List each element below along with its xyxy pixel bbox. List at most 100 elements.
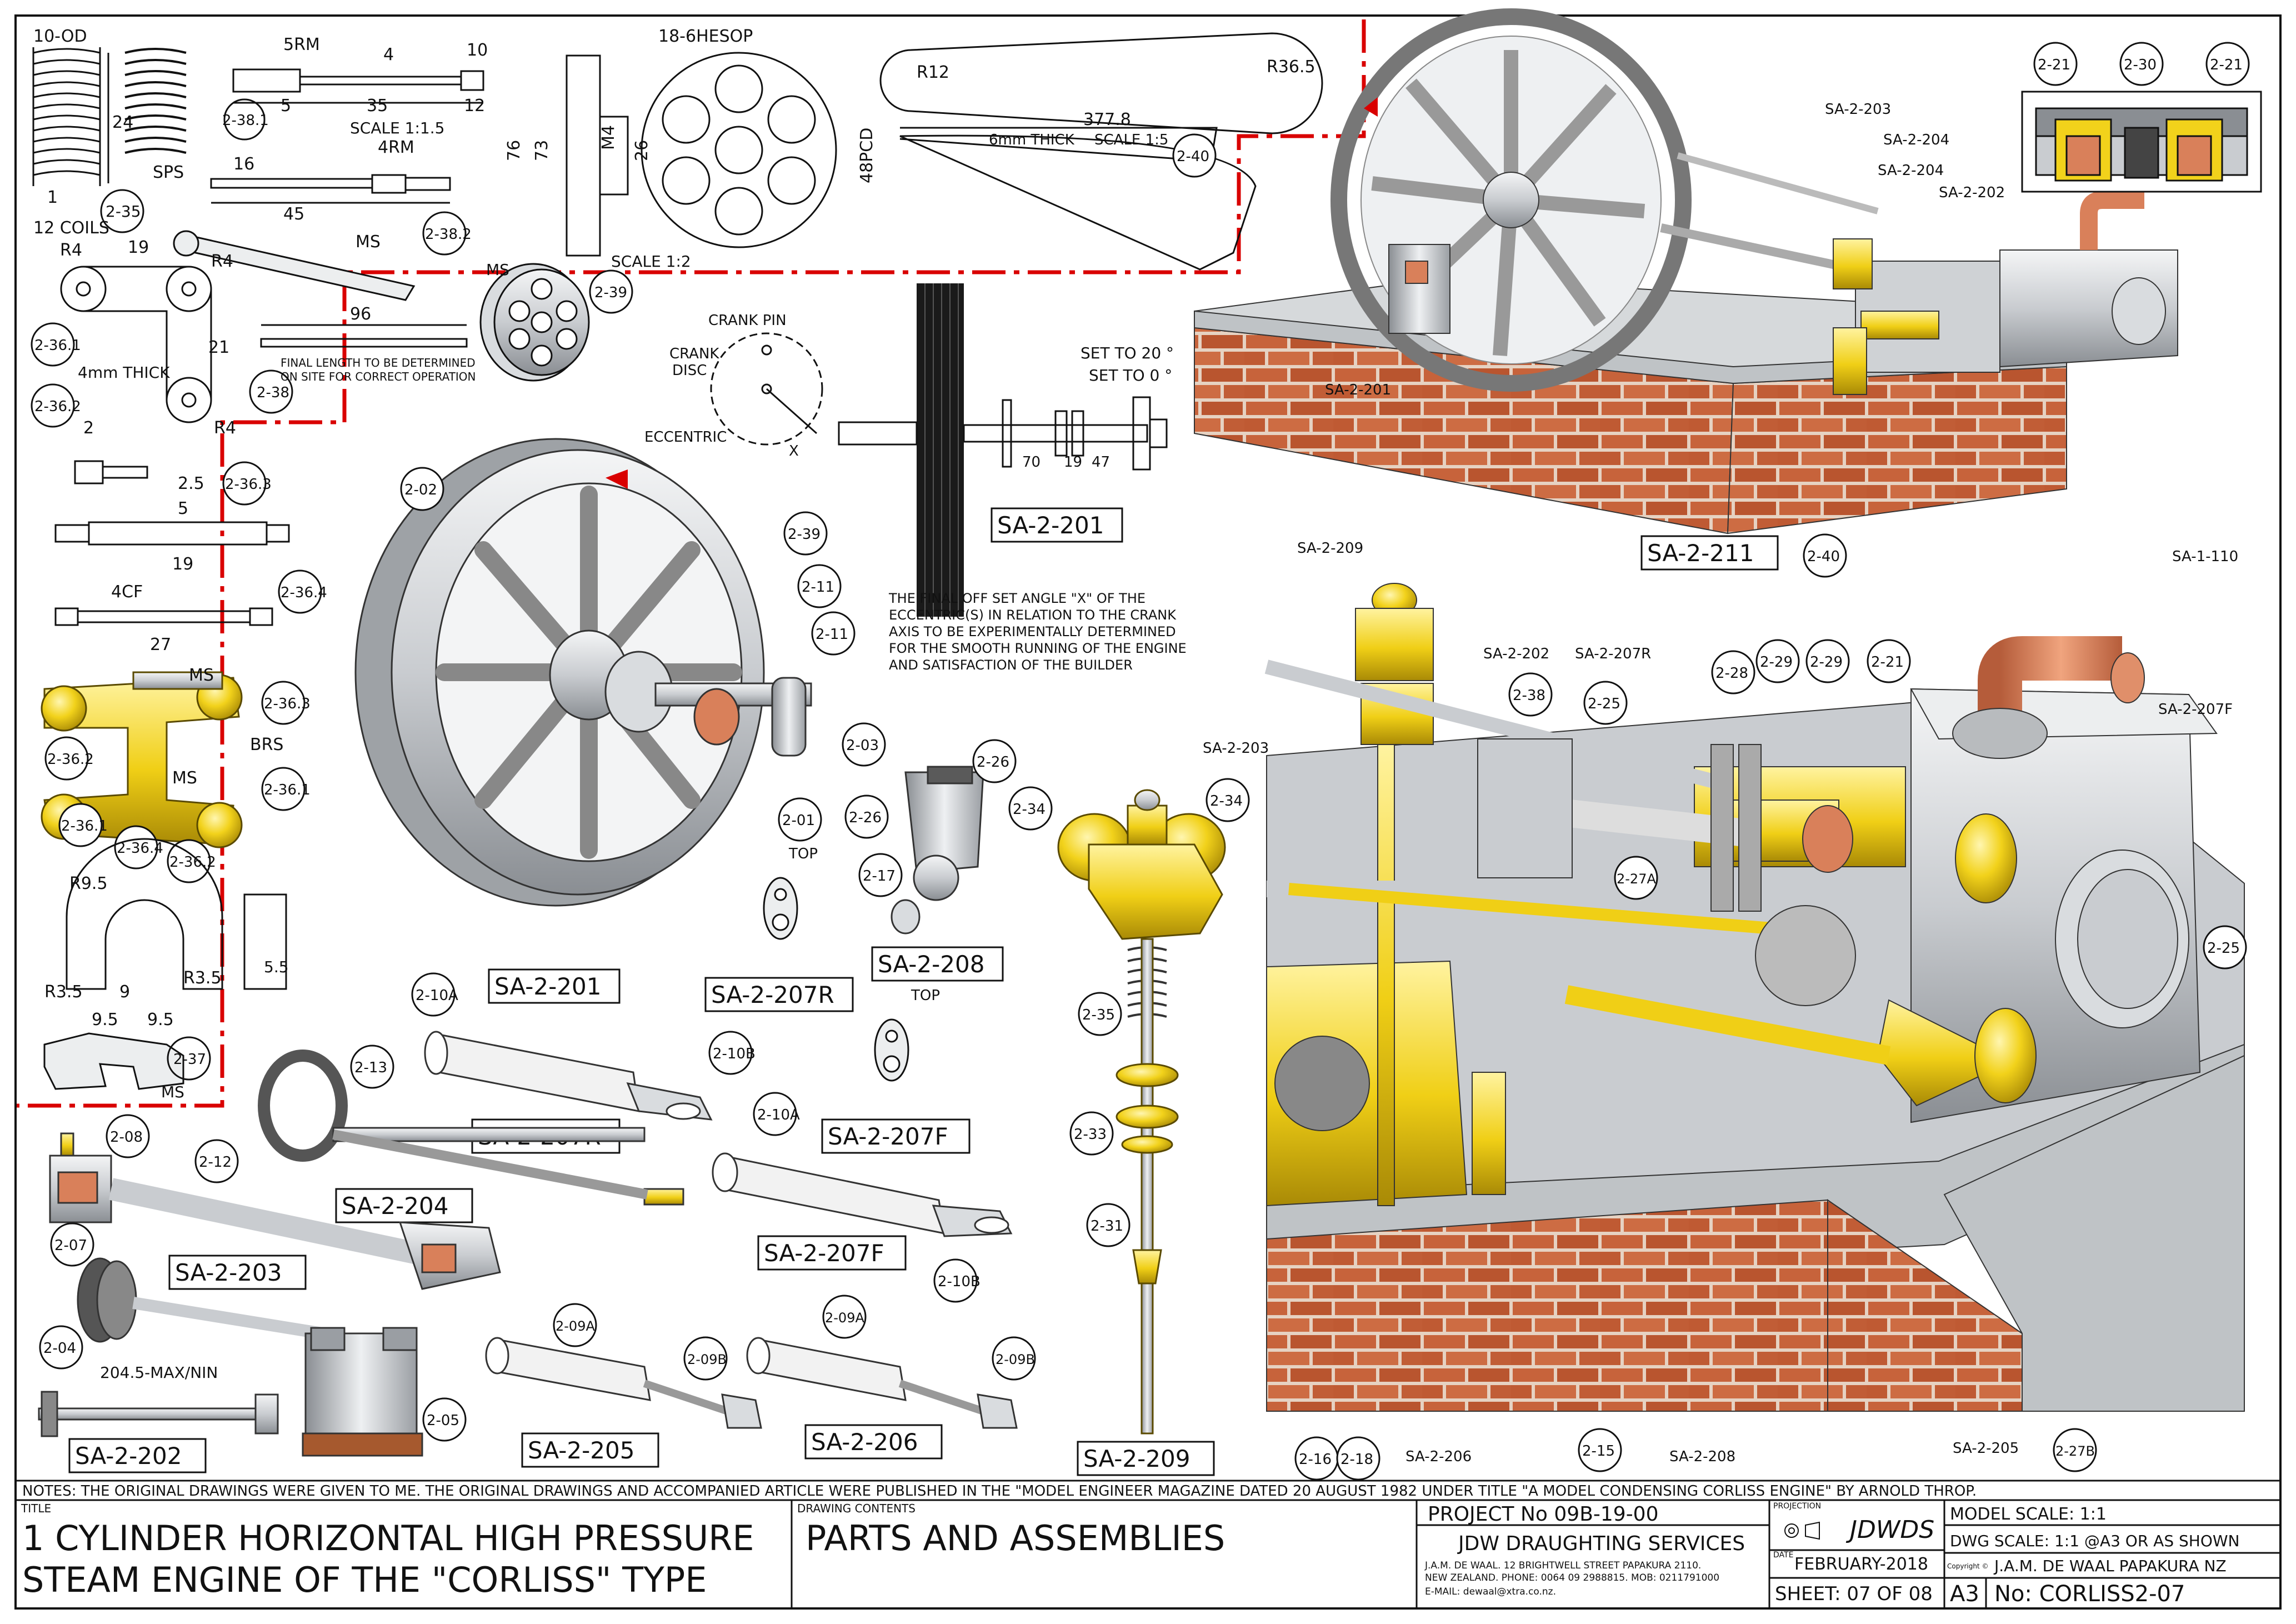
sa206-tag-2: 2-09B	[996, 1352, 1035, 1367]
link-tag-3: 2-36.1	[264, 782, 311, 798]
sa-2-208-render	[891, 766, 984, 935]
sheet-size: A3	[1950, 1581, 1979, 1607]
belt-tag: 2-40	[1177, 148, 1209, 165]
arm-36-1-tag: 2-36.1	[34, 337, 81, 354]
spring-od-label: 10-OD	[33, 27, 87, 46]
big-tag-2-27a: 2-27A	[1617, 871, 1656, 887]
rod-38-1-rm: 5RM	[283, 35, 320, 54]
big-label-sa203: SA-2-203	[1203, 740, 1269, 757]
sa207f-low-tag-1: 2-10A	[757, 1107, 800, 1123]
fly-tag-5: 2-03	[846, 737, 879, 754]
sa208-tag-4: 2-17	[863, 868, 896, 885]
linkage-assembly-render	[41, 671, 243, 848]
big-label-sa207r: SA-2-207R	[1575, 646, 1651, 662]
fly-tag-1: 2-02	[404, 482, 437, 498]
sa-2-206-box	[804, 1424, 943, 1460]
title-label: TITLE	[21, 1502, 51, 1515]
eccentric-label: ECCENTRIC	[644, 429, 727, 446]
pin-2-36-2-drawing	[31, 383, 148, 484]
label: THE FINAL OFF SET ANGLE "X" OF THE	[888, 591, 1146, 606]
sa-206-tags	[822, 1295, 1036, 1381]
detail-section-box	[2021, 91, 2262, 193]
big-tag-2-27b: 2-27B	[2055, 1443, 2095, 1459]
top-render-label-sa204b: SA-2-204	[1878, 162, 1944, 179]
block-37-mat: MS	[161, 1083, 184, 1101]
top-render-label-sa202: SA-2-202	[1939, 184, 2005, 201]
belt-len: 377.8	[1083, 110, 1131, 129]
big-tag-2-25b: 2-25	[2207, 940, 2240, 957]
rod-38-2-mat: MS	[356, 232, 381, 252]
sa206-tag-1: 2-09A	[825, 1310, 864, 1326]
dwg-scale: DWG SCALE: 1:1 @A3 OR AS SHOWN	[1950, 1532, 2240, 1550]
sa-2-205-box	[521, 1432, 659, 1468]
sa-207f-lower-tags	[753, 1092, 978, 1303]
sa-2-207r-title: SA-2-207R	[711, 981, 834, 1008]
sa-2-203-title: SA-2-203	[175, 1259, 282, 1286]
sa-2-206-title: SA-2-206	[811, 1428, 918, 1456]
detail-tag-2: 2-30	[2124, 57, 2157, 73]
detail-tag-1: 2-21	[2038, 57, 2070, 73]
sa-2-207f-lower-render	[712, 1152, 1013, 1237]
rod-38-1-scale: SCALE 1:1.5	[350, 119, 444, 137]
rod-2-38-drawing	[249, 324, 468, 414]
top-render-tag-1: 2-40	[1807, 548, 1840, 565]
pin-36-2-d5: 2.5	[178, 474, 204, 493]
sa-2-201-title-top: SA-2-201	[997, 512, 1104, 539]
projection-symbol-icon	[1784, 1521, 1820, 1540]
date-value: FEBRUARY-2018	[1794, 1555, 1928, 1574]
sa-2-208-title: SA-2-208	[878, 951, 984, 978]
notes-text: NOTES: THE ORIGINAL DRAWINGS WERE GIVEN …	[22, 1483, 1977, 1500]
tag-2-38-2	[422, 211, 467, 256]
block-37-tag: 2-37	[173, 1051, 206, 1068]
rod-2-38-1-drawing	[223, 68, 484, 141]
big-tag-2-38: 2-38	[1513, 687, 1545, 704]
copyright-label: Copyright ©	[1947, 1562, 1988, 1570]
big-tag-2-28: 2-28	[1715, 665, 1748, 682]
big-label-sa202: SA-2-202	[1483, 646, 1549, 662]
sa-2-211-box	[1640, 535, 1779, 571]
date-label: DATE	[1773, 1551, 1793, 1560]
rod-38-1-l6: 10	[467, 41, 488, 60]
flat-belt-strip	[917, 283, 964, 617]
eccentric-strap-small-2	[874, 1018, 909, 1082]
sa-2-201-title: SA-2-201	[494, 973, 601, 1000]
pin-36-3-tag: 2-36.3	[225, 476, 272, 493]
sa209-tag-4: 2-31	[1091, 1218, 1123, 1235]
pulley-holes: 18-6HESOP	[658, 27, 753, 46]
fly-tag-6: 2-01	[782, 812, 815, 829]
rod-38-2-rm: 4RM	[378, 138, 414, 157]
sa-2-211-title: SA-2-211	[1647, 539, 1754, 567]
sa-2-202-render	[38, 1257, 423, 1457]
sa208-tag-2: 2-26	[849, 809, 882, 826]
big-tag-2-15: 2-15	[1582, 1443, 1615, 1460]
pulley-mat: MS	[486, 261, 509, 279]
title-line-2: STEAM ENGINE OF THE "CORLISS" TYPE	[22, 1560, 707, 1600]
top-render-label-sa201: SA-2-201	[1325, 382, 1391, 398]
sa205-tag-1: 2-09A	[556, 1318, 595, 1334]
sa204-tag-2: 2-12	[199, 1154, 232, 1171]
spring-sps	[124, 48, 187, 154]
arm-2-36-1-drawing	[31, 266, 212, 423]
sa209-tag-1: 2-34	[1210, 793, 1243, 809]
sa207r-low-tag-2: 2-10B	[713, 1046, 756, 1062]
sa-2-203-render	[49, 1132, 501, 1290]
sa-2-203-box	[168, 1255, 307, 1290]
big-tag-2-29b: 2-29	[1810, 654, 1843, 671]
sa202-tag-2: 2-05	[427, 1412, 459, 1429]
arm-36-1-dim21: 21	[208, 338, 229, 357]
sa-2-202-title: SA-2-202	[75, 1442, 182, 1470]
projection-label: PROJECTION	[1773, 1502, 1821, 1511]
sa-2-207f-lower-title: SA-2-207F	[764, 1240, 884, 1267]
pulley-scale: SCALE 1:2	[611, 252, 691, 271]
sa-2-208-box	[871, 946, 1004, 982]
big-tag-2-21: 2-21	[1871, 654, 1904, 671]
pin-36-3-d1: 5	[178, 499, 188, 518]
link-tag-4: 2-36.1	[61, 818, 108, 835]
block-37-r: R9.5	[69, 874, 108, 893]
sa-2-202-box	[68, 1438, 207, 1473]
spring-2-35	[32, 47, 144, 233]
tag-2-35	[100, 189, 144, 233]
sa-2-209-title: SA-2-209	[1083, 1445, 1190, 1472]
sa-204-tags	[194, 1045, 394, 1183]
